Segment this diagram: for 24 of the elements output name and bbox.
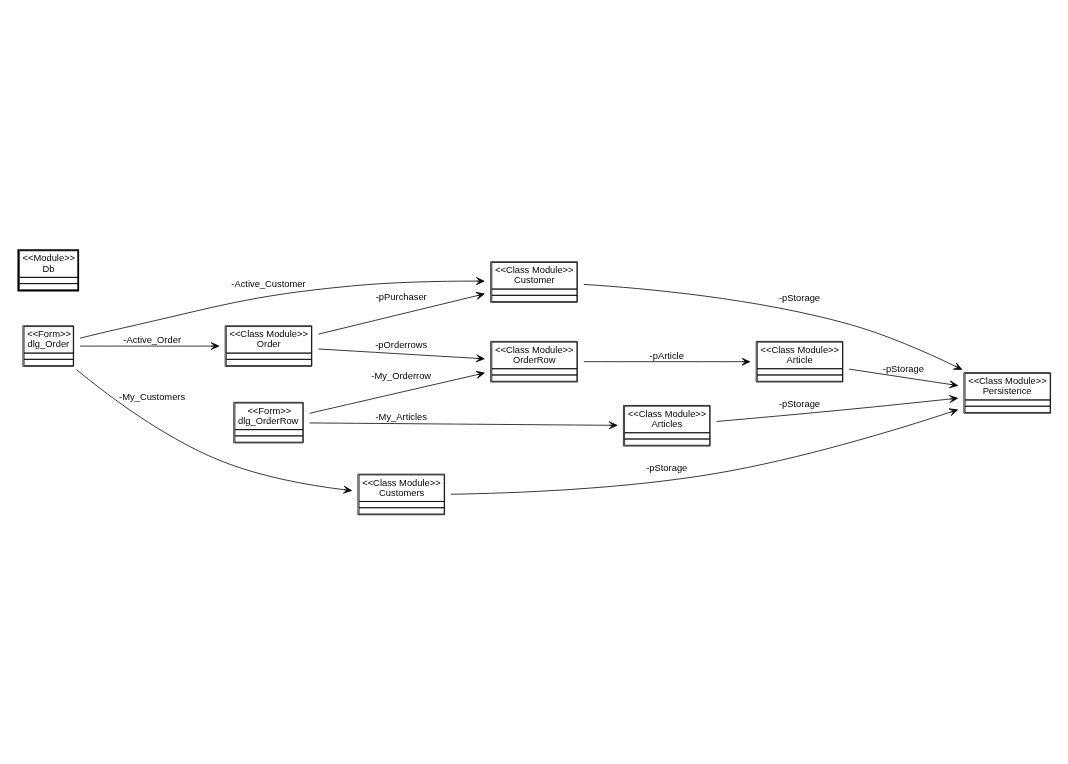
arrow: [79, 342, 220, 350]
edge-label: -pOrderrows: [375, 340, 428, 351]
arrow: [583, 357, 751, 366]
arrow: [716, 395, 958, 422]
edge-label: -pStorage: [778, 398, 821, 409]
arrow: [317, 348, 485, 363]
edge-label: -My_Articles: [375, 411, 427, 422]
edge-label: -pStorage: [882, 363, 924, 374]
arrow: [309, 370, 485, 414]
edge-label: -pArticle: [649, 351, 684, 362]
arrow: [848, 368, 958, 389]
edge-label: -Active_Customer: [231, 279, 306, 290]
edge-label: -pStorage: [646, 462, 688, 473]
arrow: [583, 284, 963, 370]
edge-label: -pStorage: [778, 293, 821, 304]
arrow: [309, 421, 618, 430]
edge-label: -pPurchaser: [375, 292, 427, 303]
arrow: [76, 369, 352, 494]
edge-label: -My_Orderrow: [371, 370, 432, 381]
arrow: [79, 277, 485, 339]
arrow: [317, 291, 485, 335]
edge-label: -My_Customers: [119, 391, 186, 402]
edge-label: -Active_Order: [123, 335, 182, 346]
arrow: [450, 408, 958, 495]
